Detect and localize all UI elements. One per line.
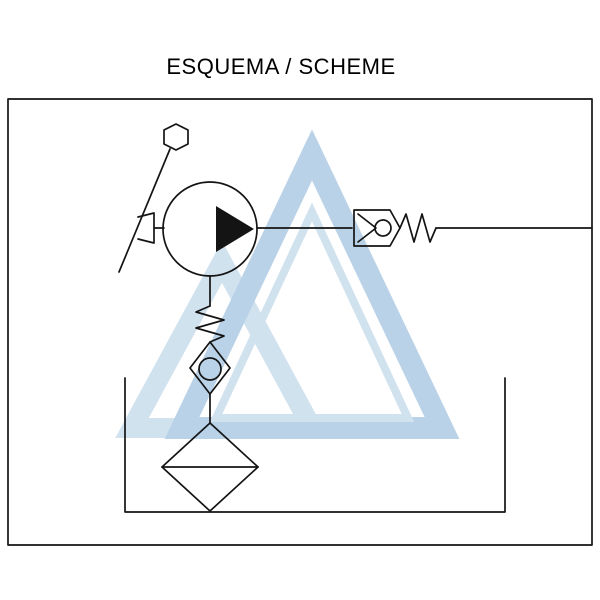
- watermark-inner-triangle: [209, 202, 415, 422]
- diagram-frame: [7, 98, 593, 546]
- check-valve-spring: [399, 213, 437, 243]
- check-valve-body: [353, 209, 401, 247]
- diagram-title: ESQUEMA / SCHEME: [166, 54, 396, 79]
- suction-filter: [161, 422, 259, 512]
- check-valve-seat: [357, 213, 377, 243]
- hand-lever: [118, 148, 171, 273]
- linework: [7, 98, 593, 546]
- tank: [124, 377, 506, 513]
- suction-check-ball: [198, 357, 222, 381]
- watermark-logo: [115, 129, 460, 439]
- pump-flow-triangle: [216, 206, 254, 252]
- check-valve-ball: [374, 219, 392, 237]
- suction-spring: [195, 305, 225, 343]
- watermark-large-triangle: [164, 129, 460, 439]
- lever-pivot-bracket: [137, 212, 165, 244]
- lever-hex-knob: [163, 123, 189, 151]
